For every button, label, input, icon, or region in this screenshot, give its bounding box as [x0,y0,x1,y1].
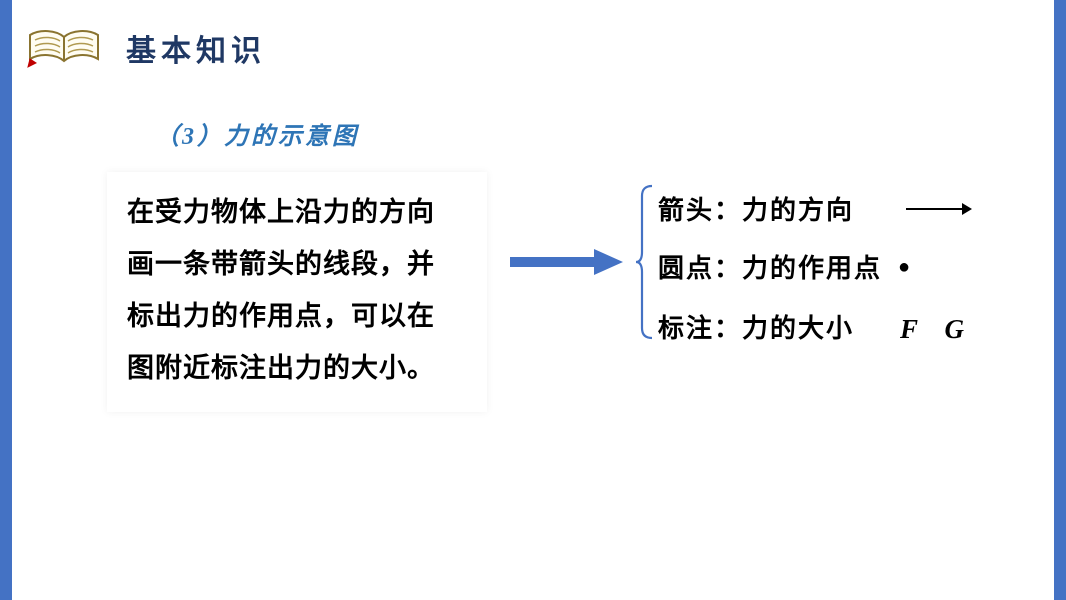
item-dot-application-point: 圆点：力的作用点 ● [658,248,910,285]
item-label: 箭头：力的方向 [658,196,855,225]
left-accent-bar [0,0,12,600]
flow-arrow-icon [510,249,623,275]
dot-icon: ● [898,255,911,278]
direction-arrow-icon [906,202,973,215]
item-label: 标注：力的大小 [658,314,855,343]
open-book-icon [27,30,99,68]
header: 基本知识 [26,26,266,70]
item-label-magnitude: 标注：力的大小 F G [658,307,964,346]
item-arrow-direction: 箭头：力的方向 [658,190,973,227]
description-line: 图附近标注出力的大小。 [127,353,435,383]
description-line: 在受力物体上沿力的方向 [127,197,435,227]
description-box: 在受力物体上沿力的方向 画一条带箭头的线段，并 标出力的作用点，可以在 图附近标… [107,172,487,412]
page-title: 基本知识 [126,35,266,68]
description-line: 标出力的作用点，可以在 [127,301,435,331]
description-line: 画一条带箭头的线段，并 [127,249,435,279]
force-symbols: F G [900,314,965,344]
section-subtitle: （3）力的示意图 [155,124,359,150]
left-brace [636,184,653,340]
right-accent-bar [1054,0,1066,600]
item-label: 圆点：力的作用点 [658,254,883,283]
